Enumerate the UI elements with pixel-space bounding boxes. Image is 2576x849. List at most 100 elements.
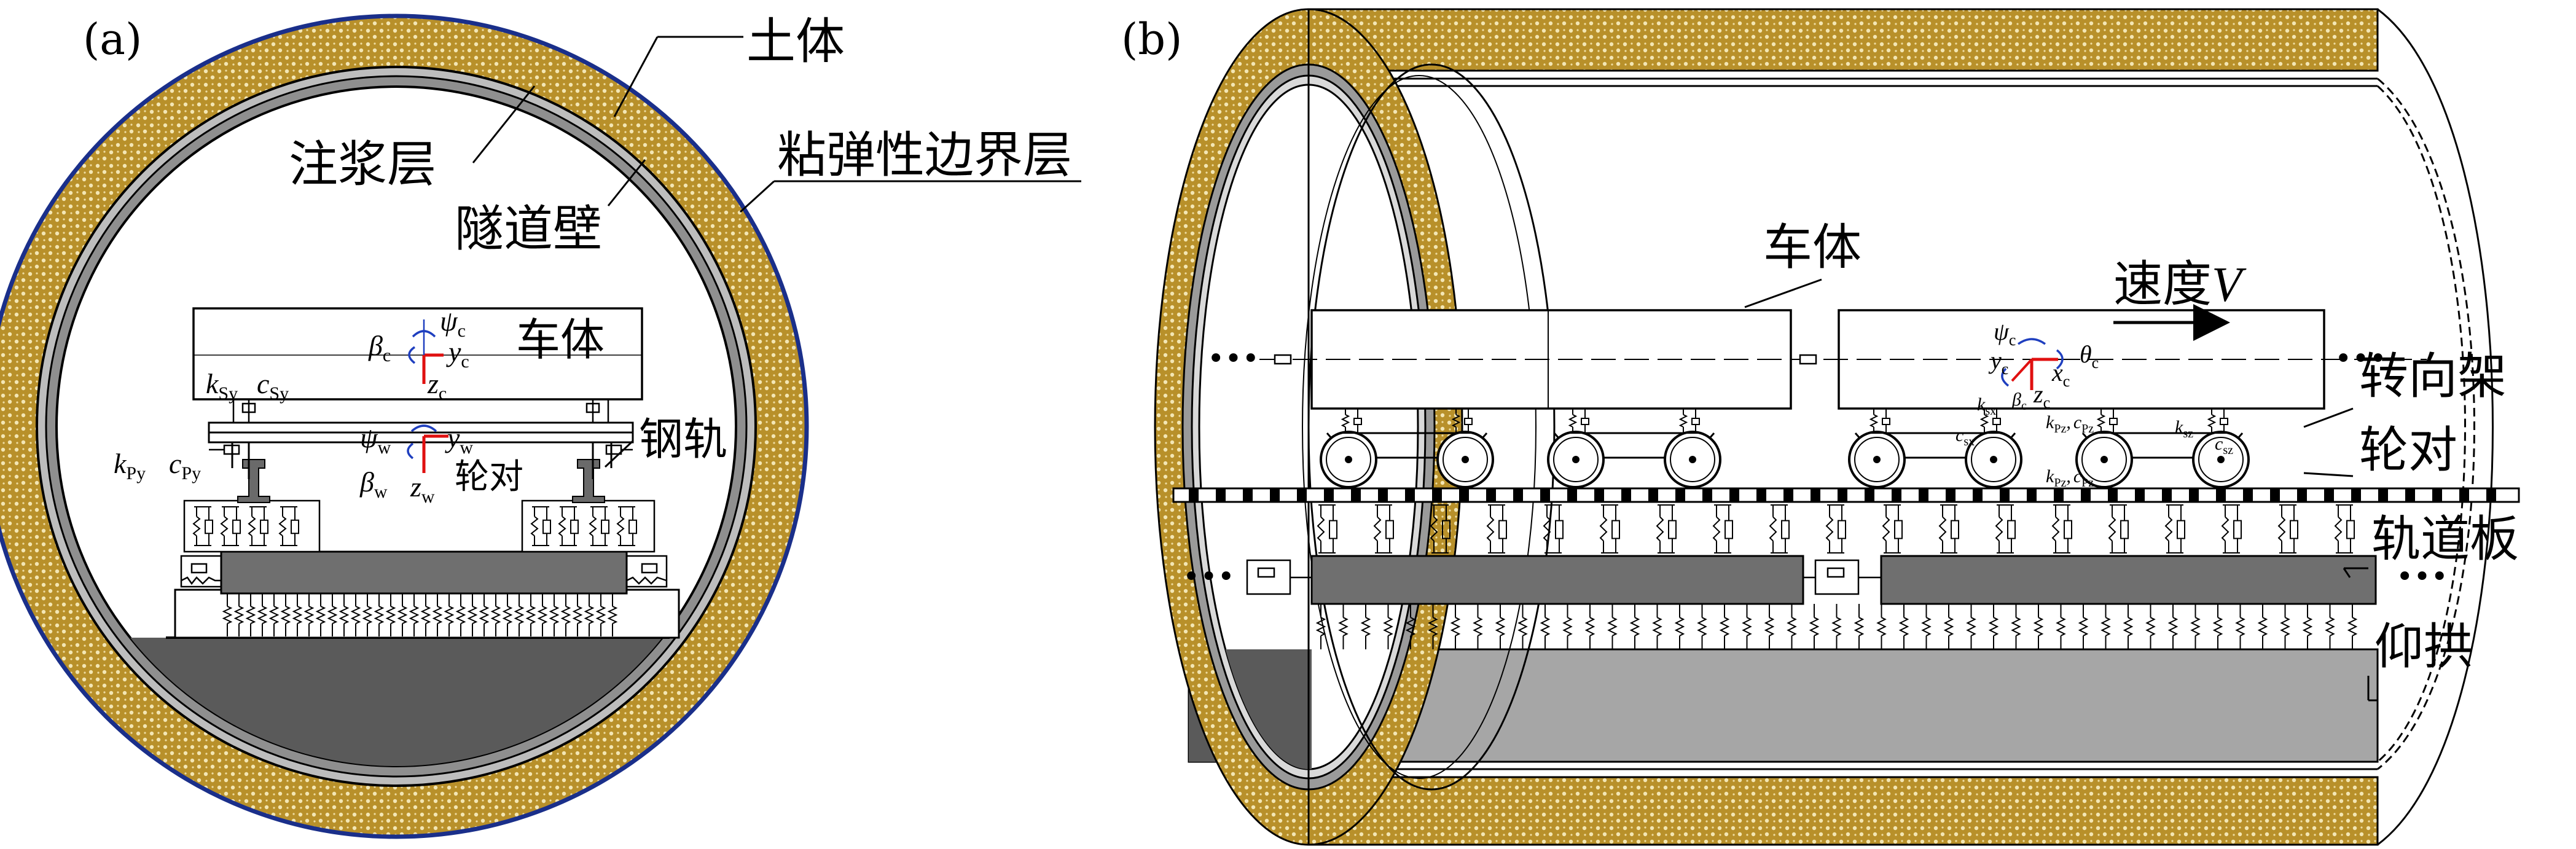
secondary-suspension-a — [232, 398, 609, 424]
slab-spring — [2056, 604, 2066, 649]
rail-pad-springs — [192, 506, 637, 546]
front-ring-outline — [1307, 63, 1556, 791]
pad-spring-damper — [1769, 504, 1790, 554]
slab-spring — [467, 593, 478, 636]
pad-spring-damper — [2164, 504, 2185, 554]
slab-spring — [560, 593, 571, 636]
slab-spring — [1540, 604, 1551, 649]
slab-spring — [2011, 604, 2021, 649]
slab-spring — [362, 593, 373, 636]
rail-fastener — [1811, 488, 1820, 502]
slab-spring — [595, 593, 606, 636]
slab-spring — [1876, 604, 1887, 649]
kc-pz-lower: kPz,cPz — [2046, 466, 2094, 490]
track-slab-label: 轨道板 — [2371, 511, 2519, 568]
slab-spring — [2347, 604, 2358, 649]
pad-spring-damper — [558, 506, 579, 546]
pad-spring-damper — [2221, 504, 2242, 554]
pad-spring-damper — [1486, 504, 1507, 554]
rail-fastener — [1675, 488, 1685, 502]
slab-spring — [1473, 604, 1483, 649]
secondary-spring — [1678, 408, 1700, 434]
beta-c-symbol-a: βc — [368, 330, 391, 366]
rail-fastener — [1865, 488, 1874, 502]
rail-fastener — [1919, 488, 1928, 502]
soil-band-top — [1307, 8, 2379, 72]
pad-spring-damper — [1712, 504, 1733, 554]
rail-fastener — [1838, 488, 1847, 502]
theta-c-symbol: θc — [2080, 340, 2099, 372]
grout-layer-label: 注浆层 — [289, 136, 436, 193]
slab-spring — [537, 593, 548, 636]
rail-fastener — [2324, 488, 2334, 502]
panel-a: (a) — [0, 13, 1081, 839]
slab-spring — [257, 593, 268, 636]
slab-spring — [1629, 604, 1640, 649]
rail-fastener — [1702, 488, 1712, 502]
slab-spring — [1988, 604, 1999, 649]
slab-spring — [222, 593, 233, 636]
rail-fastener — [2162, 488, 2172, 502]
leader-lines-a — [472, 36, 1081, 468]
slab-spring — [455, 593, 466, 636]
rail-fastener — [2405, 488, 2415, 502]
speed-label: 速度V — [2113, 256, 2247, 313]
rail-fastener — [1648, 488, 1658, 502]
z-c-symbol-a: zc — [427, 368, 447, 404]
y-c-symbol-b: yc — [1988, 346, 2008, 378]
rear-end-arc — [2377, 8, 2494, 846]
beta-w-symbol: βw — [359, 466, 388, 502]
psi-w-symbol: ψw — [360, 422, 391, 458]
pad-spring-damper — [2051, 504, 2072, 554]
rail-pad-springs-b — [1317, 504, 2355, 554]
slab-spring — [584, 593, 595, 636]
slab-spring — [409, 593, 420, 636]
slab-connectors-b — [1246, 559, 1881, 595]
rail-pad-assemblies — [183, 499, 656, 553]
c-py-symbol: cPy — [169, 448, 201, 483]
rail-fastener — [1432, 488, 1442, 502]
car-body-label-b: 车体 — [1763, 219, 1862, 276]
bogie-label: 转向架 — [2359, 348, 2507, 405]
secondary-spring — [1979, 408, 2001, 434]
slab-spring — [2145, 604, 2156, 649]
wheelset-label-a: 轮对 — [455, 457, 523, 497]
slab-spring — [397, 593, 408, 636]
k-sy-symbol: kSy — [206, 368, 238, 404]
pad-spring-damper — [1825, 504, 1846, 554]
slab-spring — [502, 593, 513, 636]
slab-spring — [2325, 604, 2335, 649]
pad-spring-damper — [1882, 504, 1903, 554]
rail-fastener — [1892, 488, 1901, 502]
rail-fastener — [2378, 488, 2388, 502]
k-sz-symbol: ksz — [2175, 417, 2193, 440]
rail-fastener — [1621, 488, 1631, 502]
kc-pz-upper: kPz,cPz — [2046, 412, 2094, 436]
pad-spring-damper — [1373, 504, 1394, 554]
slab-spring — [2257, 604, 2268, 649]
rail-fastener — [1946, 488, 1955, 502]
slab-spring — [374, 593, 385, 636]
rail-fastener — [1729, 488, 1739, 502]
slab-lateral-dampers — [180, 555, 668, 588]
rail-fastener — [2027, 488, 2037, 502]
rail-fastener — [1270, 488, 1280, 502]
psi-c-symbol-b: ψc — [1994, 318, 2016, 349]
pad-spring-damper — [530, 506, 551, 546]
rail-fastener — [1756, 488, 1766, 502]
rail-fastener — [1378, 488, 1388, 502]
slab-spring — [1787, 604, 1797, 649]
rail-fastener — [1405, 488, 1415, 502]
slab-spring — [1360, 604, 1371, 649]
rail-fastener — [2054, 488, 2064, 502]
pad-spring-damper — [1938, 504, 1959, 554]
slab-support-springs — [222, 593, 618, 636]
slab-spring — [1898, 604, 1909, 649]
rail-fastener — [1594, 488, 1604, 502]
y-c-symbol-a: yc — [446, 336, 469, 372]
pad-spring-damper — [1317, 504, 1337, 554]
slab-spring — [490, 593, 501, 636]
slab-spring — [350, 593, 361, 636]
slab-spring — [2100, 604, 2111, 649]
